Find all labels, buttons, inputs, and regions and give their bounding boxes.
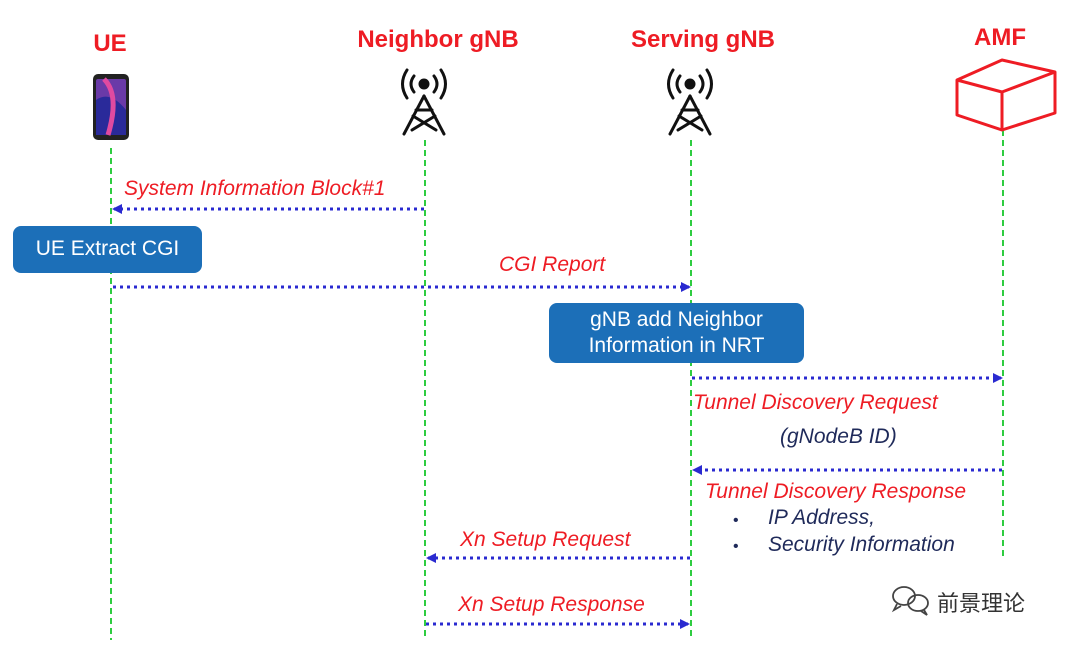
- cell-tower-icon: [401, 68, 447, 136]
- ue-extract-cgi-label: UE Extract CGI: [35, 237, 180, 261]
- entity-label-neighbor-gnb: Neighbor gNB: [357, 26, 519, 53]
- bullet-marker: •: [733, 538, 739, 555]
- entity-label-amf: AMF: [974, 24, 1026, 51]
- gnb-add-neighbor-line2: Information in NRT: [588, 334, 765, 357]
- message-tunnel-request-param: (gNodeB ID): [780, 425, 897, 448]
- message-xn-response: Xn Setup Response: [458, 593, 645, 616]
- message-tunnel-response-item: Security Information: [768, 533, 955, 556]
- message-sib: System Information Block#1: [124, 177, 386, 200]
- gnb-add-neighbor-box: gNB add Neighbor Information in NRT: [549, 303, 804, 363]
- entity-label-ue: UE: [93, 30, 127, 57]
- message-xn-request: Xn Setup Request: [460, 528, 631, 551]
- ue-extract-cgi-box: UE Extract CGI: [13, 226, 202, 273]
- entity-label-serving-gnb: Serving gNB: [630, 26, 776, 53]
- message-tunnel-response-item: IP Address,: [768, 506, 875, 529]
- smartphone-icon: [93, 74, 129, 140]
- watermark-text: 前景理论: [937, 591, 1026, 616]
- wechat-icon: [891, 586, 929, 616]
- message-tunnel-request: Tunnel Discovery Request: [693, 391, 938, 414]
- bullet-marker: •: [733, 512, 739, 529]
- message-cgi-report: CGI Report: [499, 253, 606, 276]
- gnb-add-neighbor-line1: gNB add Neighbor: [590, 307, 763, 331]
- message-tunnel-response: Tunnel Discovery Response: [705, 480, 967, 503]
- cube-icon: [955, 58, 1057, 132]
- cell-tower-icon: [667, 68, 713, 136]
